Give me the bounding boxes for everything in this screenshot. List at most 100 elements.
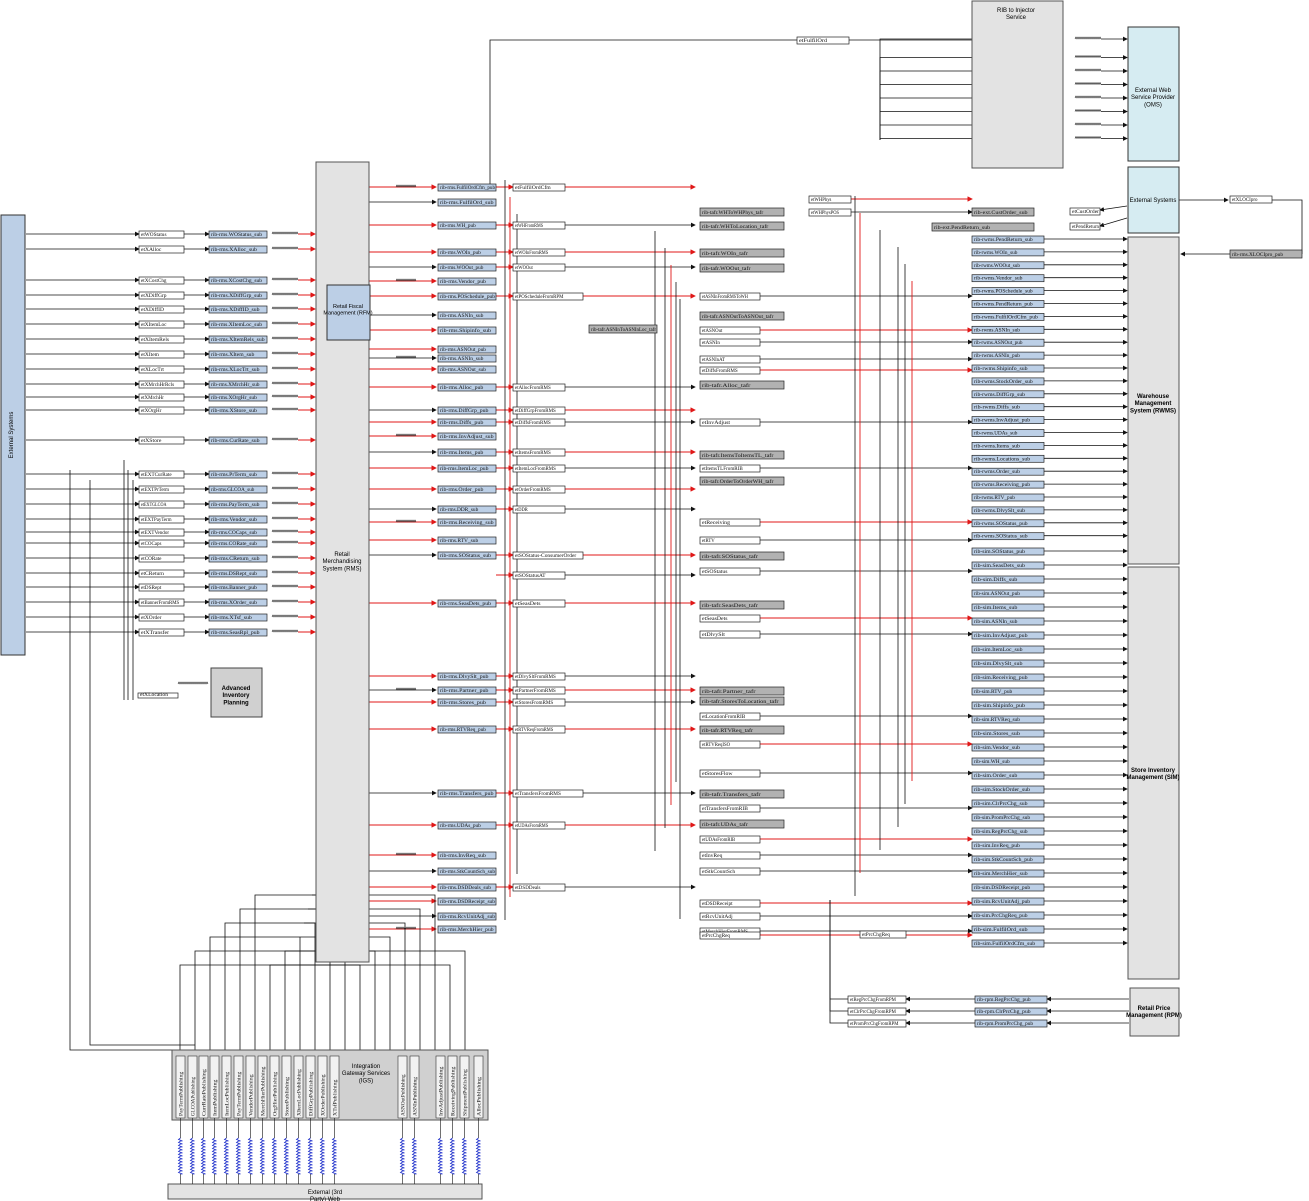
rms-pub-8-label: rib-rms.Shipinfo_sub	[440, 329, 492, 334]
sim-topic-3	[971, 589, 1045, 598]
client-connector	[449, 1137, 455, 1175]
rms-pub-27-label: rib-rms.RTVReq_pub	[440, 728, 486, 733]
topic-etxdiffgrp	[138, 291, 185, 300]
tafr-15	[699, 819, 785, 829]
rwms-topic-10-label: rib-rwms.Shipinfo_sub	[974, 367, 1028, 372]
web-clients-box	[167, 1183, 483, 1200]
hatched-connector	[271, 437, 299, 441]
rms-pub-5-label: rib-rms.Vendor_pub	[440, 280, 486, 285]
sim-topic-25	[971, 897, 1045, 906]
hatched-connector	[395, 278, 417, 282]
sim-topic-26	[971, 911, 1045, 920]
sim-topic-6	[971, 631, 1045, 640]
mid-topic-1-label: etWHFromRMS	[515, 224, 543, 229]
rwms-topic-15-label: rib-rwms.UDAs_sub	[974, 432, 1018, 437]
right-topic-2-label: etASNInFromRMSToWH	[702, 295, 748, 300]
flow-line	[1099, 205, 1128, 212]
hatched-connector	[271, 381, 299, 385]
flow-line	[284, 950, 312, 1050]
sim-topic-23-label: rib-sim.MerchHier_sub	[974, 872, 1028, 877]
rms-input-22-label: rib-rms.XOrder_sub	[211, 601, 257, 606]
right-topic-9	[699, 518, 761, 527]
hatched-connector	[271, 351, 299, 355]
tafr-10	[699, 600, 785, 610]
sim-topic-5	[971, 617, 1045, 626]
rms-pub-26	[437, 698, 497, 707]
flow-line	[254, 894, 304, 1050]
ext-pendreturn-sub-label: rib-ext.PendReturn_sub	[934, 226, 991, 231]
right-topic-7-label: etInvAdjust	[702, 421, 731, 426]
sim-topic-25-label: rib-sim.RcvUnitAdj_pub	[974, 900, 1031, 905]
flow-line	[209, 936, 308, 1050]
sim-topic-6-label: rib-sim.InvAdjust_pub	[974, 634, 1028, 639]
igs-service-label: DiffGrpPublishing	[310, 1071, 315, 1116]
sim-topic-19	[971, 813, 1045, 822]
rms-pub-32	[437, 883, 497, 892]
sim-topic-17-label: rib-sim.StockOrder_sub	[974, 788, 1031, 793]
mid-topic-15-label: etDlvySltFromRMS	[515, 675, 556, 680]
right-topic-4	[699, 338, 761, 347]
tafr-7-label: rib-tafr.ItemsToItemsTL_tafr	[702, 454, 774, 459]
rwms-topic-13-label: rib-rwms.Diffs_sub	[974, 406, 1020, 411]
rms-input-10	[208, 393, 268, 402]
tafr-5	[699, 311, 785, 321]
flow-line	[829, 900, 848, 1024]
sim-topic-11	[971, 701, 1045, 710]
flow-line	[829, 900, 848, 1000]
topic-etxmrchhrrcls	[138, 380, 185, 389]
flow-line	[194, 950, 304, 1050]
right-topic-5-label: etASNInAT	[702, 358, 725, 363]
rwms-topic-20	[971, 493, 1045, 502]
rms-input-6-label: rib-rms.XItemRels_sub	[211, 338, 265, 343]
hatched-connector	[177, 681, 209, 685]
topic-etxmrchhr	[138, 393, 185, 402]
rms-input-11	[208, 406, 268, 415]
rwms-topic-8	[971, 338, 1045, 347]
flow-line	[308, 964, 451, 1050]
right-topic-13	[699, 630, 761, 639]
igs-service-label: AllocPublishing	[478, 1076, 483, 1116]
hatched-connector	[271, 629, 299, 633]
tafr-11-label: rib-tafr.Partner_tafr	[702, 690, 756, 695]
mid-topic-14-label: etSeasDets	[515, 602, 541, 607]
right-topic-14	[699, 712, 761, 721]
hatched-connector	[271, 277, 299, 281]
rms-pub-7-label: rib-rms.ASNIn_sub	[440, 314, 484, 319]
external-systems-left-box	[0, 214, 26, 656]
igs-service-label: StorePublishing	[286, 1076, 291, 1116]
right-topic-17-label: etTransfersFromRIB	[702, 807, 749, 812]
sim-topic-15	[971, 757, 1045, 766]
topic-etxdiffid	[138, 305, 185, 314]
aip-box	[210, 667, 263, 718]
right-topic-5	[699, 355, 761, 364]
rms-pub-16	[437, 448, 497, 457]
hatched-connector	[1074, 108, 1102, 113]
right-topic-16	[699, 769, 761, 778]
mid-topic-7-label: etDiffsFromRMS	[515, 421, 551, 426]
flow-line	[312, 950, 466, 1050]
sim-topic-14-label: rib-sim.Vendor_sub	[974, 746, 1020, 751]
sim-topic-11-label: rib-sim.Shipinfo_pub	[974, 704, 1026, 709]
rms-pub-16-label: rib-rms.Items_pub	[440, 451, 484, 456]
rms-pub-25-label: rib-rms.Partner_pub	[440, 689, 489, 694]
rms-input-20	[208, 569, 268, 578]
igs-service-label: ASNOutPublishing	[402, 1074, 407, 1116]
flow-line	[879, 70, 978, 140]
mid-topic-10-label: etOrderFromRMS	[515, 488, 551, 493]
rwms-topic-19-label: rib-rwms.Receiving_pub	[974, 483, 1031, 488]
hatched-connector	[271, 336, 299, 340]
igs-service-label: PayTermPublishing	[180, 1071, 185, 1116]
mid-topic-0	[512, 183, 566, 192]
mid-topic-10	[512, 485, 566, 494]
igs-service-label: XItemLocPublishing	[298, 1069, 303, 1116]
tafr-10-label: rib-tafr.SeasDets_tafr	[702, 604, 759, 609]
rms-input-3	[208, 291, 268, 300]
hatched-connector	[395, 687, 417, 691]
rwms-topic-10	[971, 364, 1045, 373]
hatched-connector	[271, 501, 299, 505]
sim-topic-26-label: rib-sim.PrcChgReq_pub	[974, 914, 1028, 919]
rwms-topic-2	[971, 261, 1045, 270]
rms-input-11-label: rib-rms.XStore_sub	[211, 409, 257, 414]
